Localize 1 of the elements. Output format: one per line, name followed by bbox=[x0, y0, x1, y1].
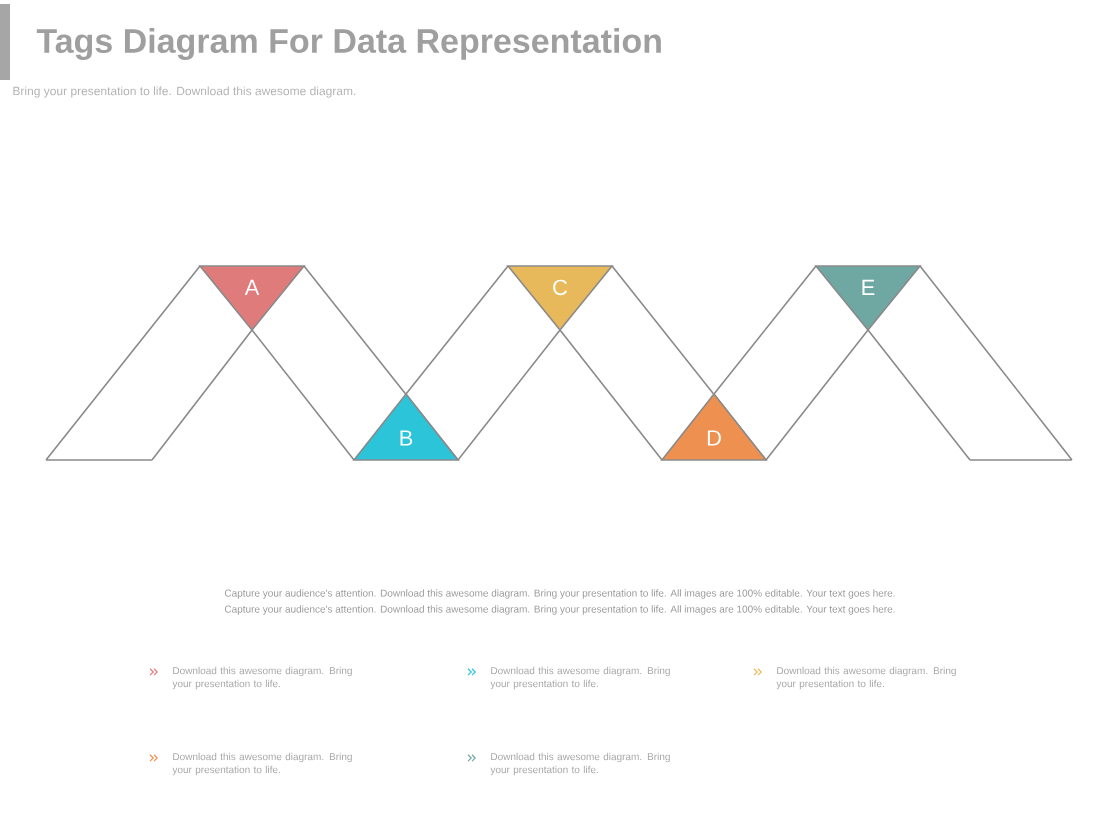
title: Tags Diagram For Data Representation bbox=[36, 28, 661, 60]
